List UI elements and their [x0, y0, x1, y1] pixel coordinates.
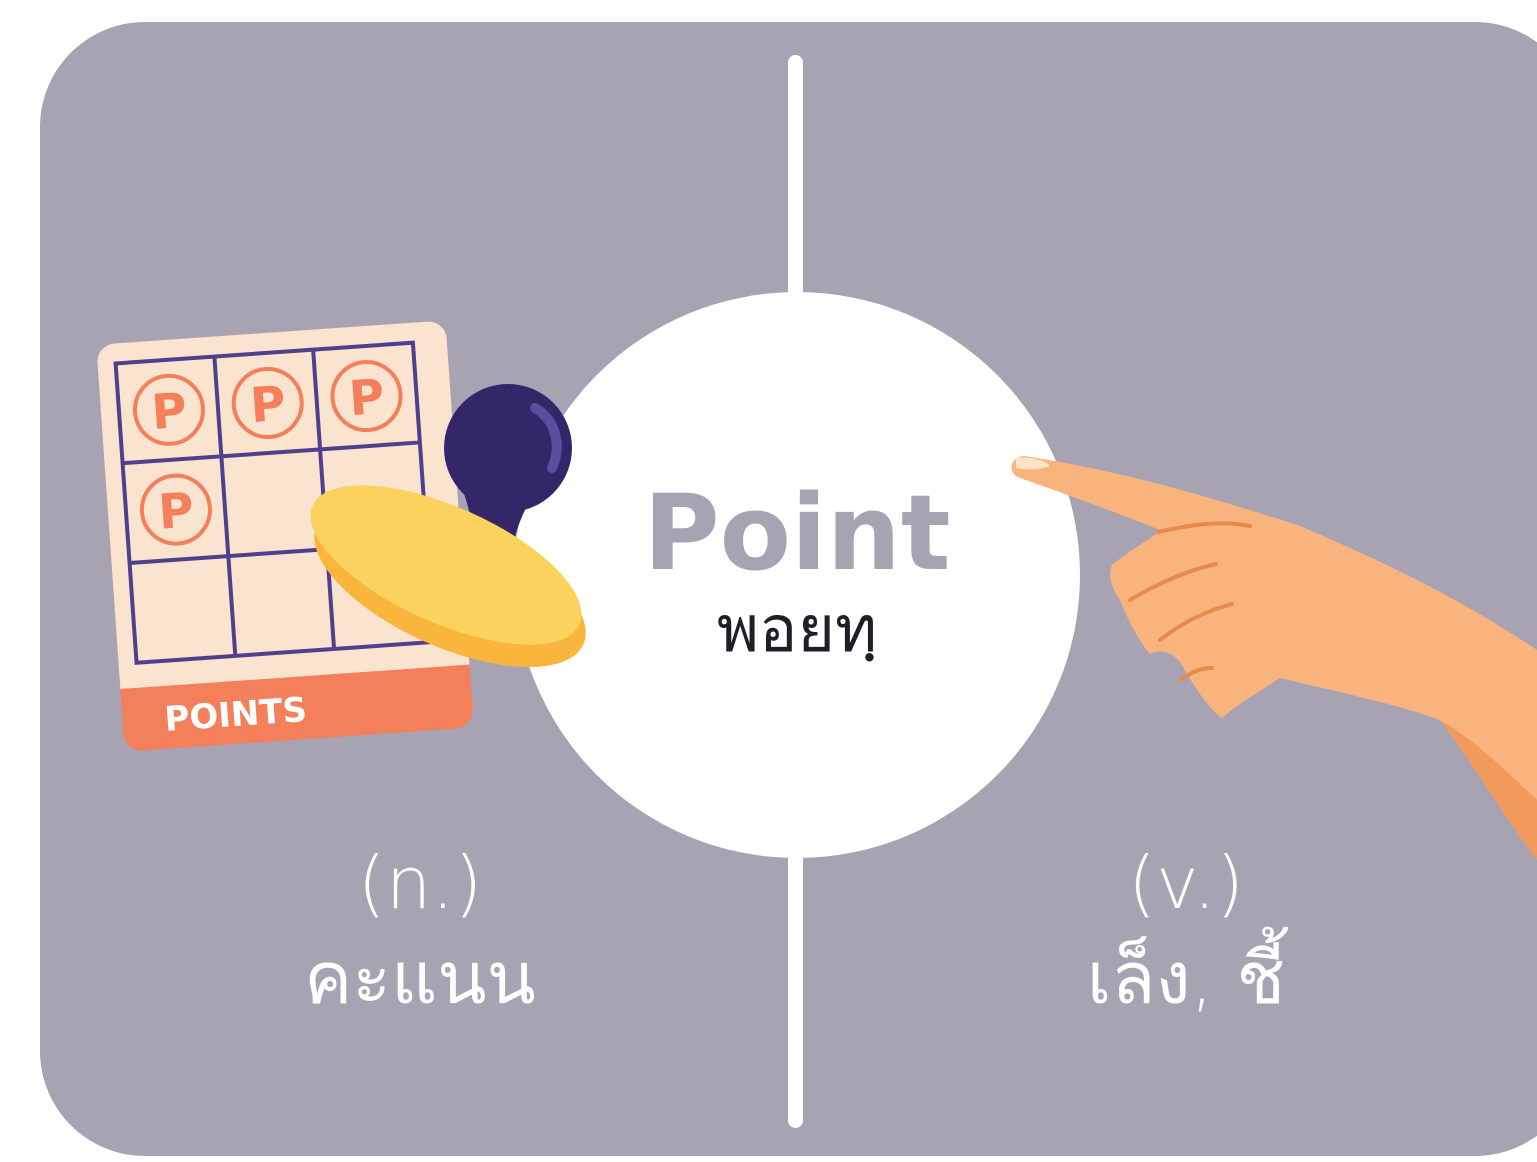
stamp-mark-icon: P	[231, 366, 304, 439]
noun-meaning: คะแนน	[304, 936, 536, 1020]
stamp-letter-4: P	[157, 482, 196, 540]
headword: Point	[643, 472, 951, 594]
rubber-stamp-icon	[310, 384, 586, 668]
stamp-letter-1: P	[150, 383, 189, 441]
stamp-letter-3: P	[347, 369, 386, 427]
headword-pronunciation: พอยทฺ	[716, 593, 878, 667]
noun-part-of-speech: (n.)	[357, 841, 483, 925]
verb-meaning: เล็ง, ชี้	[1086, 936, 1286, 1020]
stamp-letter-2: P	[248, 376, 287, 434]
stamp-mark-icon: P	[132, 373, 205, 446]
noun-definition: (n.) คะแนน	[170, 838, 670, 1028]
word-circle	[514, 292, 1080, 858]
points-card-icon: P P P P POINTS	[97, 321, 473, 751]
stamp-mark-icon: P	[139, 473, 212, 546]
stamp-mark-icon: P	[330, 360, 403, 433]
points-card-label: POINTS	[163, 690, 308, 740]
verb-definition: (v.) เล็ง, ชี้	[936, 838, 1436, 1028]
verb-part-of-speech: (v.)	[1127, 841, 1245, 925]
pointing-hand-icon	[1011, 456, 1537, 860]
